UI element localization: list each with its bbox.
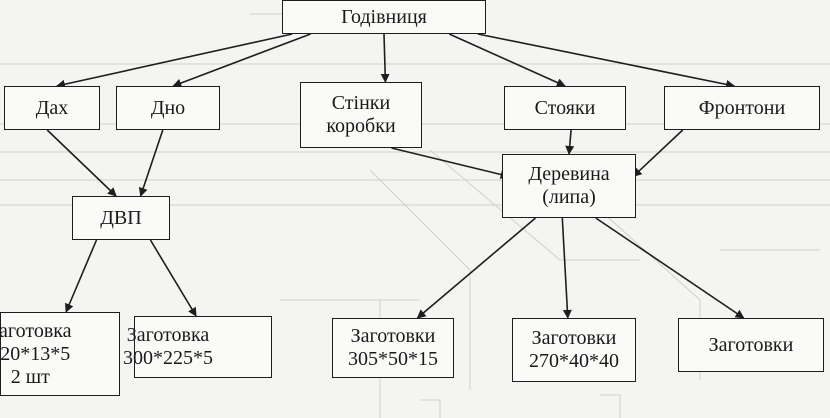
node-blank-1: Заготовка 320*13*5 2 шт — [0, 312, 120, 396]
node-linden-wood: Деревина (липа) — [502, 154, 636, 218]
arrow-root-to-posts — [448, 33, 566, 87]
node-blanks-4-label: Заготовки 270*40*40 — [529, 327, 619, 372]
node-blank-2-label: Заготовка 300*225*5 — [123, 324, 213, 369]
arrow-roof-to-fiberboard — [46, 129, 117, 197]
node-blanks-5: Заготовки — [678, 318, 824, 372]
node-linden-wood-label: Деревина (липа) — [528, 163, 610, 208]
arrow-bottom-to-fiberboard — [138, 129, 164, 197]
arrow-gables-to-linden-wood — [632, 129, 684, 178]
arrow-fiberboard-to-blank-1 — [65, 239, 98, 313]
arrow-linden-wood-to-blanks-3 — [416, 217, 537, 319]
arrow-linden-wood-to-blanks-5 — [595, 217, 745, 319]
node-root: Годівниця — [282, 0, 486, 34]
node-posts-label: Стояки — [534, 96, 596, 119]
arrow-root-to-bottom — [172, 33, 311, 88]
node-root-label: Годівниця — [341, 5, 427, 28]
node-blank-1-label: Заготовка 320*13*5 2 шт — [0, 319, 72, 388]
node-fiberboard-label: ДВП — [100, 206, 142, 229]
node-bottom-label: Дно — [150, 96, 186, 119]
node-blanks-4: Заготовки 270*40*40 — [512, 318, 636, 382]
node-box-walls-label: Стінки коробки — [326, 92, 396, 137]
node-box-walls: Стінки коробки — [300, 82, 422, 148]
node-bottom: Дно — [116, 86, 220, 130]
node-roof-label: Дах — [35, 96, 69, 119]
node-blanks-3-label: Заготовки 305*50*15 — [348, 325, 438, 370]
arrow-root-to-box-walls — [380, 33, 390, 83]
arrow-linden-wood-to-blanks-4 — [561, 217, 572, 319]
node-posts: Стояки — [504, 86, 626, 130]
node-gables-label: Фронтони — [698, 96, 786, 119]
node-blank-2: Заготовка 300*225*5 — [123, 316, 272, 378]
node-blanks-5-label: Заготовки — [708, 333, 794, 356]
arrow-posts-to-linden-wood — [565, 129, 575, 155]
node-gables: Фронтони — [664, 86, 820, 130]
arrow-root-to-gables — [477, 33, 736, 89]
arrow-box-walls-to-linden-wood — [391, 147, 510, 179]
arrow-root-to-roof — [55, 33, 293, 89]
node-roof: Дах — [4, 86, 100, 130]
arrow-fiberboard-to-blank-2 — [149, 239, 197, 317]
node-fiberboard: ДВП — [72, 196, 170, 240]
node-blanks-3: Заготовки 305*50*15 — [332, 318, 454, 378]
